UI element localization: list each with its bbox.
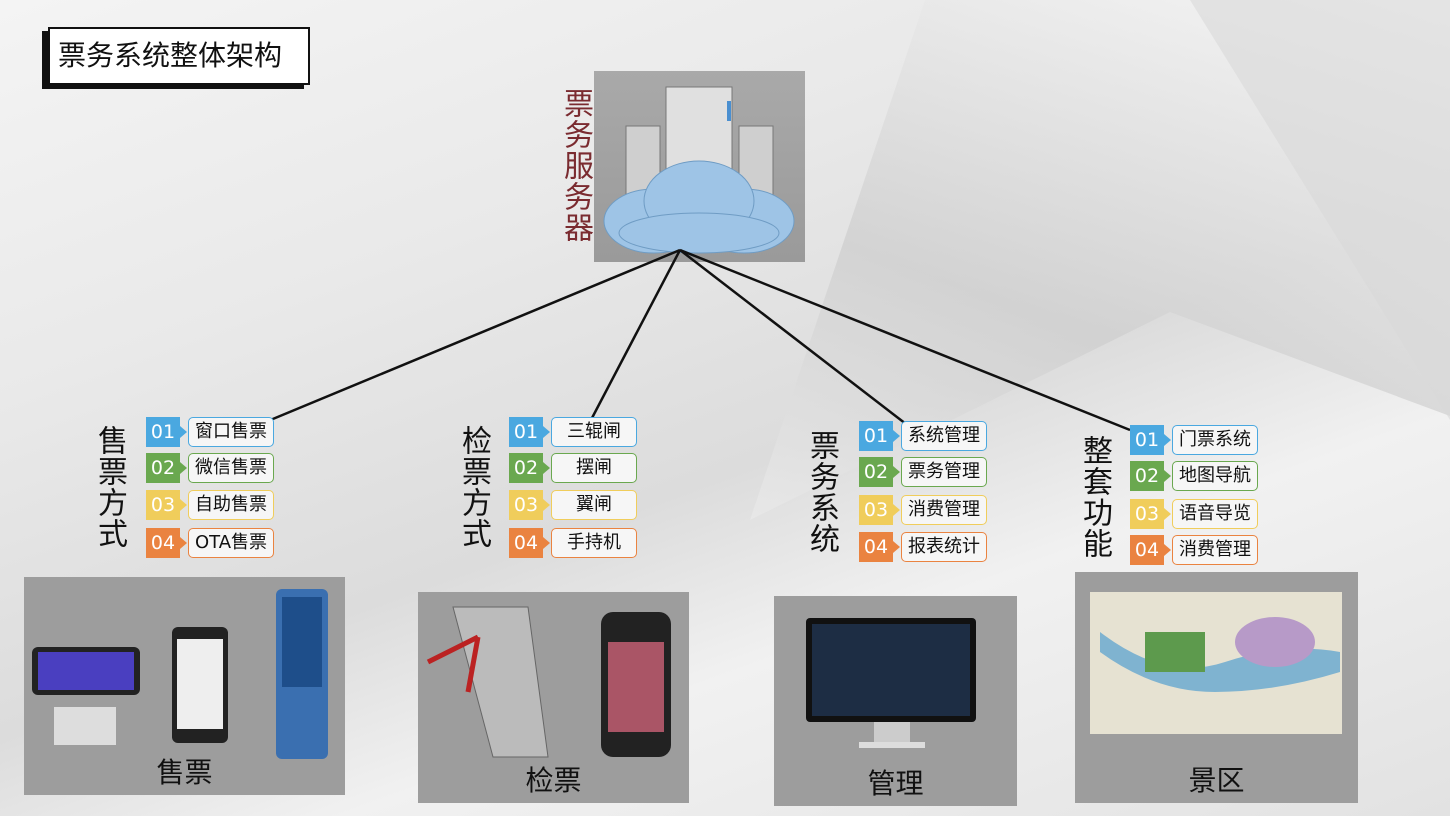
number-badge: 01 <box>509 417 543 447</box>
monitor-image <box>806 618 976 748</box>
connector-line <box>590 249 682 419</box>
feature-label: 系统管理 <box>901 421 987 451</box>
feature-label: 翼闸 <box>551 490 637 520</box>
panel-caption: 景区 <box>1188 764 1245 797</box>
arrow-icon <box>180 499 187 511</box>
number-badge: 04 <box>859 532 893 562</box>
arrow-icon <box>1164 508 1171 520</box>
number-badge: 02 <box>146 453 180 483</box>
server-label: 票务服务器 <box>558 88 593 243</box>
arrow-icon <box>893 541 900 553</box>
cloud-server-icon <box>603 86 795 254</box>
gates-image <box>426 606 671 758</box>
panel-caption: 检票 <box>525 764 582 797</box>
arrow-icon <box>1164 470 1171 482</box>
connector-line <box>267 248 681 423</box>
feature-label: 微信售票 <box>188 453 274 483</box>
number-badge: 03 <box>1130 499 1164 529</box>
panel-caption: 售票 <box>156 756 213 789</box>
page-title: 票务系统整体架构 <box>48 27 310 85</box>
number-badge: 04 <box>1130 535 1164 565</box>
number-badge: 04 <box>509 528 543 558</box>
number-badge: 01 <box>1130 425 1164 455</box>
panel-management: 管理 <box>774 596 1017 806</box>
arrow-icon <box>180 537 187 549</box>
arrow-icon <box>1164 544 1171 556</box>
number-badge: 03 <box>146 490 180 520</box>
group-label: 票务系统 <box>804 430 839 554</box>
number-badge: 04 <box>146 528 180 558</box>
connector-line <box>679 248 1131 432</box>
panel-scenic-area: 景区 <box>1075 572 1358 803</box>
panel-ticket-check: 检票 <box>418 592 689 803</box>
feature-label: 门票系统 <box>1172 425 1258 455</box>
number-badge: 02 <box>1130 461 1164 491</box>
group-label: 检票方式 <box>456 425 491 549</box>
arrow-icon <box>1164 434 1171 446</box>
arrow-icon <box>543 426 550 438</box>
number-badge: 03 <box>509 490 543 520</box>
arrow-icon <box>543 537 550 549</box>
number-badge: 01 <box>859 421 893 451</box>
arrow-icon <box>543 499 550 511</box>
feature-label: 自助售票 <box>188 490 274 520</box>
number-badge: 01 <box>146 417 180 447</box>
scenic-map-image <box>1090 592 1342 734</box>
feature-label: 地图导航 <box>1172 461 1258 491</box>
group-label: 整套功能 <box>1077 435 1112 559</box>
number-badge: 02 <box>509 453 543 483</box>
panel-ticket-sales: 售票 <box>24 577 345 795</box>
arrow-icon <box>893 466 900 478</box>
number-badge: 03 <box>859 495 893 525</box>
feature-label: 消费管理 <box>901 495 987 525</box>
feature-label: 报表统计 <box>901 532 987 562</box>
panel-caption: 管理 <box>867 767 924 800</box>
feature-label: 消费管理 <box>1172 535 1258 565</box>
feature-label: 三辊闸 <box>551 417 637 447</box>
feature-label: OTA售票 <box>188 528 274 558</box>
feature-label: 窗口售票 <box>188 417 274 447</box>
sales-devices-image <box>32 589 328 759</box>
feature-label: 票务管理 <box>901 457 987 487</box>
arrow-icon <box>893 504 900 516</box>
feature-label: 手持机 <box>551 528 637 558</box>
server-image <box>594 71 805 262</box>
connector-line <box>679 249 907 425</box>
feature-label: 语音导览 <box>1172 499 1258 529</box>
feature-label: 摆闸 <box>551 453 637 483</box>
arrow-icon <box>180 426 187 438</box>
group-label: 售票方式 <box>92 425 127 549</box>
number-badge: 02 <box>859 457 893 487</box>
arrow-icon <box>543 462 550 474</box>
arrow-icon <box>180 462 187 474</box>
arrow-icon <box>893 430 900 442</box>
